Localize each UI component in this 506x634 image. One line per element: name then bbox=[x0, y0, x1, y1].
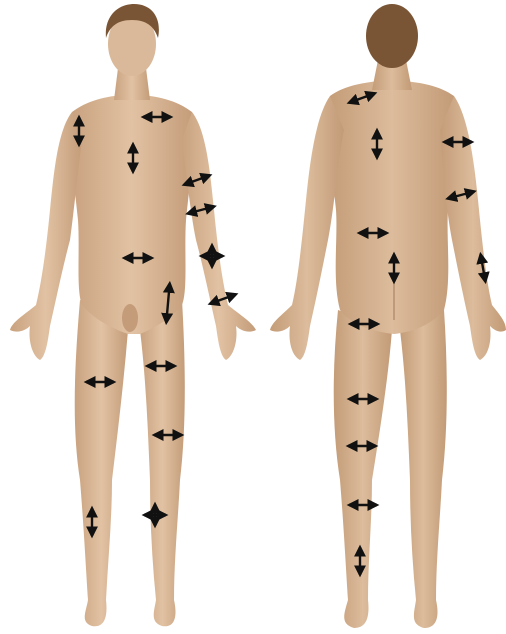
back-head bbox=[366, 4, 418, 68]
front-left-arm bbox=[182, 112, 256, 360]
back-right-leg bbox=[334, 310, 392, 628]
back-left-arm bbox=[440, 96, 506, 360]
back-left-leg bbox=[400, 310, 447, 628]
front-right-arm bbox=[10, 112, 82, 360]
back-figure bbox=[270, 4, 506, 628]
front-figure bbox=[10, 4, 256, 626]
back-torso bbox=[329, 80, 456, 334]
front-torso bbox=[71, 94, 194, 334]
front-left-leg bbox=[140, 300, 185, 626]
back-right-arm bbox=[270, 96, 344, 360]
front-right-leg bbox=[75, 300, 128, 626]
front-groin bbox=[122, 304, 138, 332]
